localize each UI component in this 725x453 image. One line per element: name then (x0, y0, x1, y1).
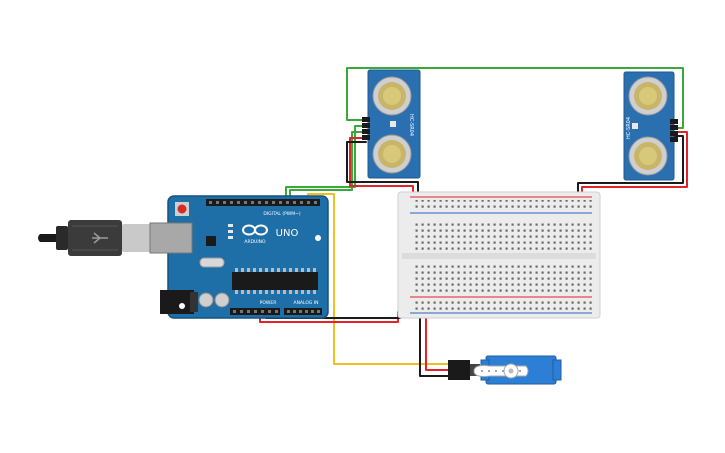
power-header[interactable] (230, 308, 280, 315)
led-indicator (228, 224, 233, 227)
digital-label: DIGITAL (PWM~) (263, 211, 301, 217)
power-jack (160, 290, 198, 314)
arduino-brand: ARDUINO (244, 239, 266, 245)
arduino-logo-icon (242, 224, 268, 236)
mounting-hole (315, 235, 321, 241)
reset-button[interactable] (175, 202, 189, 216)
rail-bottom-holes[interactable] (412, 300, 592, 310)
wire-black-right-sensor[interactable] (577, 135, 684, 199)
analog-label: ANALOG IN (293, 300, 318, 306)
usb-jack (149, 222, 193, 254)
usb-chip (206, 236, 216, 246)
sensor-pins[interactable] (362, 117, 370, 140)
power-label: POWER (260, 300, 277, 306)
wire-red-right-sensor[interactable] (581, 131, 688, 199)
crystal-oscillator (199, 257, 225, 268)
led-indicator (228, 236, 233, 239)
wire-red-left-sensor[interactable] (349, 137, 414, 199)
analog-header[interactable] (284, 308, 322, 315)
rail-top-holes[interactable] (412, 200, 592, 210)
capacitor (214, 292, 230, 308)
servo-motor[interactable] (448, 355, 562, 385)
usb-plug-icon (38, 220, 168, 256)
arduino-model: UNO (276, 228, 299, 239)
arduino-uno-board[interactable]: DIGITAL (PWM~) POWER ANALOG IN ARDUINO U… (149, 195, 329, 319)
ultrasonic-sensor-left[interactable]: HC-SR04 (362, 69, 421, 179)
breadboard[interactable] (397, 191, 601, 319)
wire-green-trig[interactable] (289, 131, 367, 203)
sensor-pins[interactable] (670, 119, 678, 142)
led-indicator (228, 230, 233, 233)
ultrasonic-sensor-icon (372, 76, 412, 174)
ultrasonic-sensor-right[interactable]: HC-SR04 (623, 71, 678, 181)
wire-black-left-sensor[interactable] (346, 141, 419, 199)
mcu-chip (232, 268, 318, 294)
wire-black-servo[interactable] (419, 311, 451, 377)
ultrasonic-sensor-icon (628, 76, 668, 176)
usb-cable[interactable] (38, 220, 168, 256)
terminal-top-holes[interactable] (412, 220, 592, 250)
sensor-right-label: HC-SR04 (626, 117, 632, 139)
mounting-hole (179, 303, 185, 309)
terminal-bottom-holes[interactable] (412, 262, 592, 292)
servo-motor-icon (473, 355, 562, 385)
wire-green-top[interactable] (346, 67, 684, 129)
capacitor (198, 292, 214, 308)
digital-header[interactable] (206, 199, 320, 206)
sensor-left-label: HC-SR04 (408, 114, 414, 136)
wire-red-servo[interactable] (425, 311, 451, 371)
